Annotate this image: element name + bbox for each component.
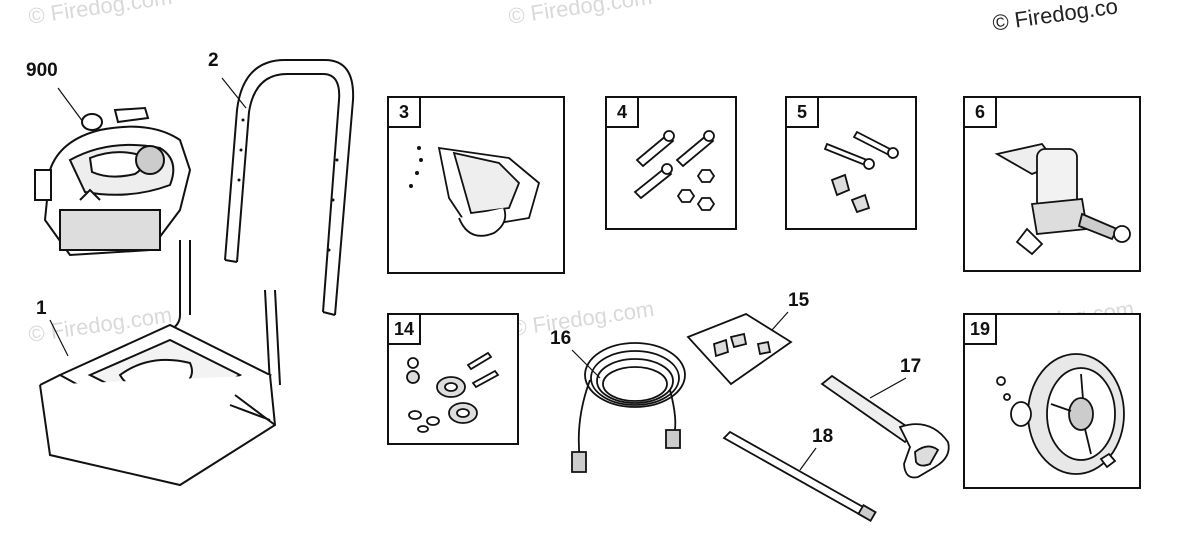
base-frame-icon[interactable]	[30, 235, 280, 495]
kit-label-wheel-hardware: 14	[389, 315, 421, 345]
engine-icon[interactable]	[30, 100, 200, 270]
wheel-hardware-icon	[403, 345, 513, 435]
bracket-icon	[409, 146, 549, 248]
kit-label-pump: 6	[965, 98, 997, 128]
callout-bag[interactable]: 15	[788, 290, 810, 311]
handle-frame-icon[interactable]	[215, 50, 365, 320]
wheel-icon	[991, 349, 1131, 479]
pump-icon	[987, 134, 1137, 264]
kit-box-wheel[interactable]: 19	[963, 313, 1141, 489]
spray-gun-icon[interactable]	[820, 372, 960, 482]
kit-label-bolts-2: 5	[787, 98, 819, 128]
bolts-clips-icon	[807, 120, 907, 220]
kit-label-bracket: 3	[389, 98, 421, 128]
callout-frame[interactable]: 1	[36, 298, 47, 319]
spray-wand-icon[interactable]	[722, 430, 882, 525]
callout-wand[interactable]: 18	[812, 426, 834, 447]
hardware-bag-icon[interactable]	[686, 312, 796, 387]
kit-label-wheel: 19	[965, 315, 997, 345]
kit-box-bracket[interactable]: 3	[387, 96, 565, 274]
hose-icon[interactable]	[560, 330, 690, 480]
kit-box-wheel-hardware[interactable]: 14	[387, 313, 519, 445]
kit-box-bolts-2[interactable]: 5	[785, 96, 917, 230]
kit-box-bolts[interactable]: 4	[605, 96, 737, 230]
callout-engine[interactable]: 900	[26, 60, 58, 81]
callout-gun[interactable]: 17	[900, 356, 922, 377]
bolts-nuts-icon	[627, 120, 727, 220]
kit-label-bolts: 4	[607, 98, 639, 128]
kit-box-pump[interactable]: 6	[963, 96, 1141, 272]
callout-handle[interactable]: 2	[208, 50, 219, 71]
callout-hose[interactable]: 16	[550, 328, 572, 349]
